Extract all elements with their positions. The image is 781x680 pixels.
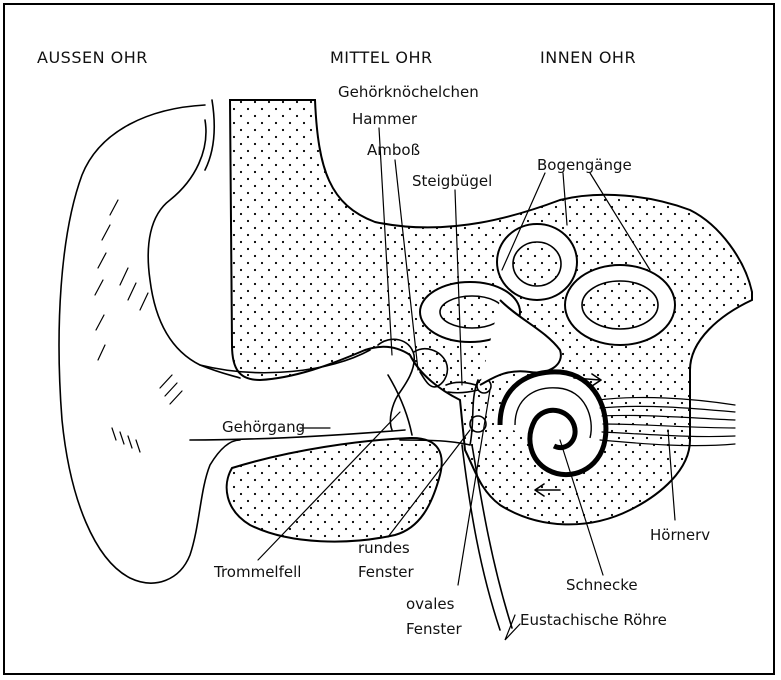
- label-round-window-1: rundes: [358, 539, 410, 557]
- label-eardrum: Trommelfell: [213, 563, 301, 581]
- label-anvil: Amboß: [367, 141, 420, 159]
- header-middle-ear: MITTEL OHR: [330, 48, 433, 67]
- temporal-bone-lower: [227, 438, 442, 542]
- header-inner-ear: INNEN OHR: [540, 48, 636, 67]
- auricle-hatching: [95, 200, 182, 452]
- label-semicircular-canals: Bogengänge: [537, 156, 632, 174]
- label-auditory-nerve: Hörnerv: [650, 526, 710, 544]
- header-outer-ear: AUSSEN OHR: [37, 48, 148, 67]
- label-eustachian-tube: Eustachische Röhre: [520, 611, 667, 629]
- label-round-window-2: Fenster: [358, 563, 414, 581]
- label-ossicles: Gehörknöchelchen: [338, 83, 479, 101]
- label-stirrup: Steigbügel: [412, 172, 492, 190]
- auricle: [59, 105, 240, 583]
- label-oval-window-1: ovales: [406, 595, 455, 613]
- label-cochlea: Schnecke: [566, 576, 638, 594]
- label-ear-canal: Gehörgang: [222, 418, 305, 436]
- label-hammer: Hammer: [352, 110, 418, 128]
- auricle-inner: [148, 120, 240, 378]
- label-oval-window-2: Fenster: [406, 620, 462, 638]
